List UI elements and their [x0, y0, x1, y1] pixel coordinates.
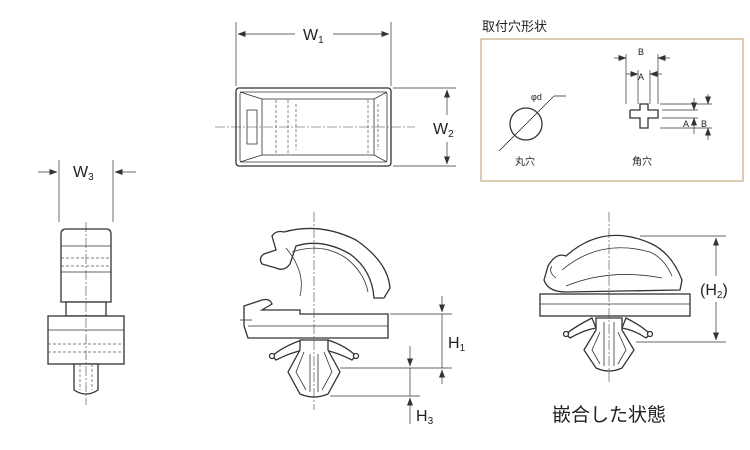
front-view-open: H1 H3	[240, 212, 466, 427]
dim-h3-label: H3	[416, 408, 434, 427]
top-view: W1 W2	[215, 22, 456, 167]
dim-w3-label: W3	[73, 164, 94, 183]
side-view: W3	[38, 160, 136, 405]
round-hole-figure: φd 丸穴	[498, 92, 566, 168]
square-hole-label: 角穴	[632, 155, 652, 168]
square-dim-b-top: B	[638, 47, 644, 57]
square-dim-a-top: A	[638, 72, 644, 82]
hole-shape-panel: 取付穴形状 φd 丸穴 B A	[480, 20, 744, 182]
dim-w2-label: W2	[433, 121, 454, 140]
square-dim-a-side: A	[683, 119, 689, 129]
round-hole-dim: φd	[531, 92, 542, 102]
round-hole-label: 丸穴	[515, 155, 535, 168]
dim-h2-label: (H2)	[700, 282, 728, 301]
square-dim-b-side: B	[701, 119, 707, 129]
dim-w1-label: W1	[303, 27, 324, 46]
dim-h1-label: H1	[448, 335, 466, 354]
square-hole-figure: B A A B 角穴	[614, 47, 712, 168]
hole-shape-title: 取付穴形状	[482, 20, 547, 35]
fitted-state-label: 嵌合した状態	[552, 404, 666, 426]
front-view-fitted: (H2) 嵌合した状態	[539, 212, 728, 426]
